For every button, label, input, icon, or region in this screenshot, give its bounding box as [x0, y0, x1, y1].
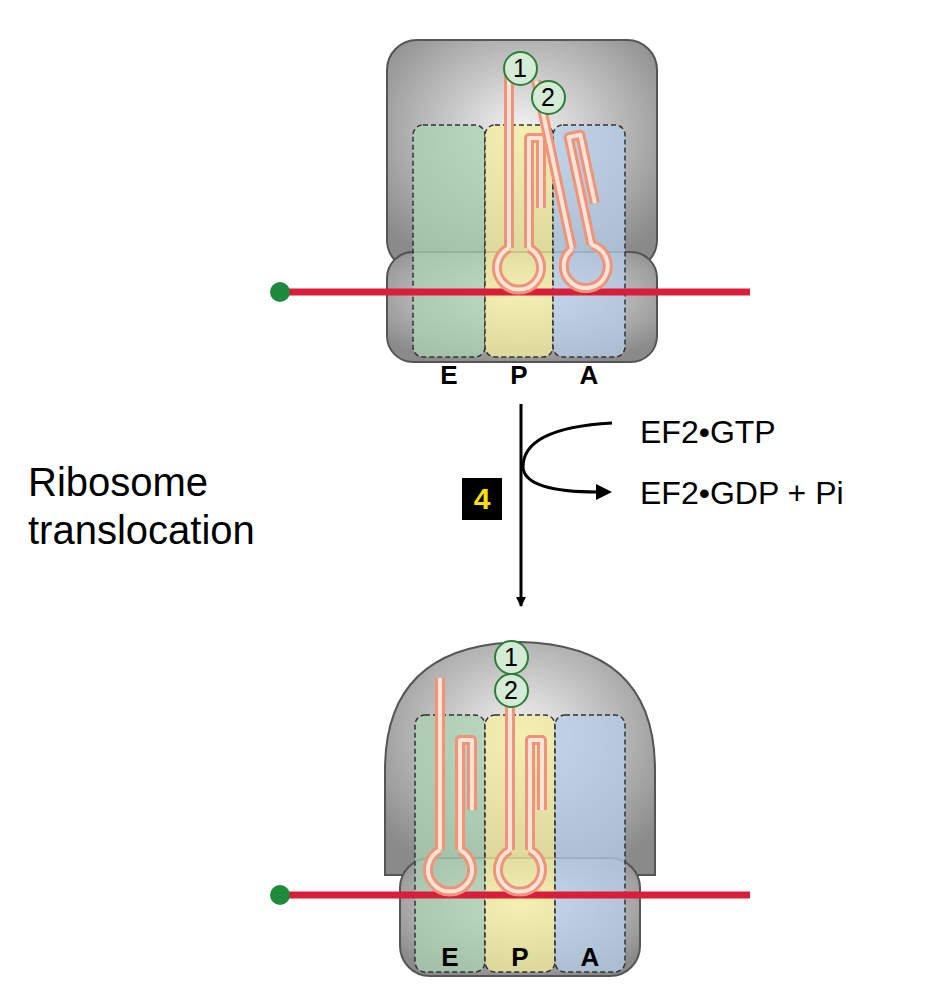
callout-number: 1: [504, 645, 518, 670]
callout-number: 2: [504, 678, 518, 703]
ef2-arrowhead: [596, 484, 612, 500]
ef2-curve-arrow: [523, 423, 612, 492]
callout-number: 2: [541, 85, 555, 110]
amino-acid-circle: 2: [494, 673, 529, 708]
site-letter: E: [441, 942, 458, 973]
amino-acid-circle: 2: [531, 80, 566, 115]
site-letter: P: [511, 942, 528, 973]
site-letter: A: [581, 942, 600, 973]
ribosome: EPA: [385, 40, 657, 362]
amino-acid-circle: 1: [503, 51, 538, 86]
step-number-box: 4: [462, 478, 502, 520]
step-label: Ribosome translocation: [28, 458, 358, 554]
factor-label: EF2•GDP + Pi: [640, 474, 844, 512]
site-letter: P: [510, 360, 527, 391]
site-letter: A: [580, 360, 599, 391]
ribosome-shape: [385, 40, 657, 362]
site-letter: E: [440, 360, 457, 391]
callout-number: 1: [513, 56, 527, 81]
step-number: 4: [474, 484, 491, 514]
amino-acid-circle: 1: [494, 640, 529, 675]
reaction-arrow: [520, 404, 523, 606]
factor-label: EF2•GTP: [640, 413, 776, 451]
